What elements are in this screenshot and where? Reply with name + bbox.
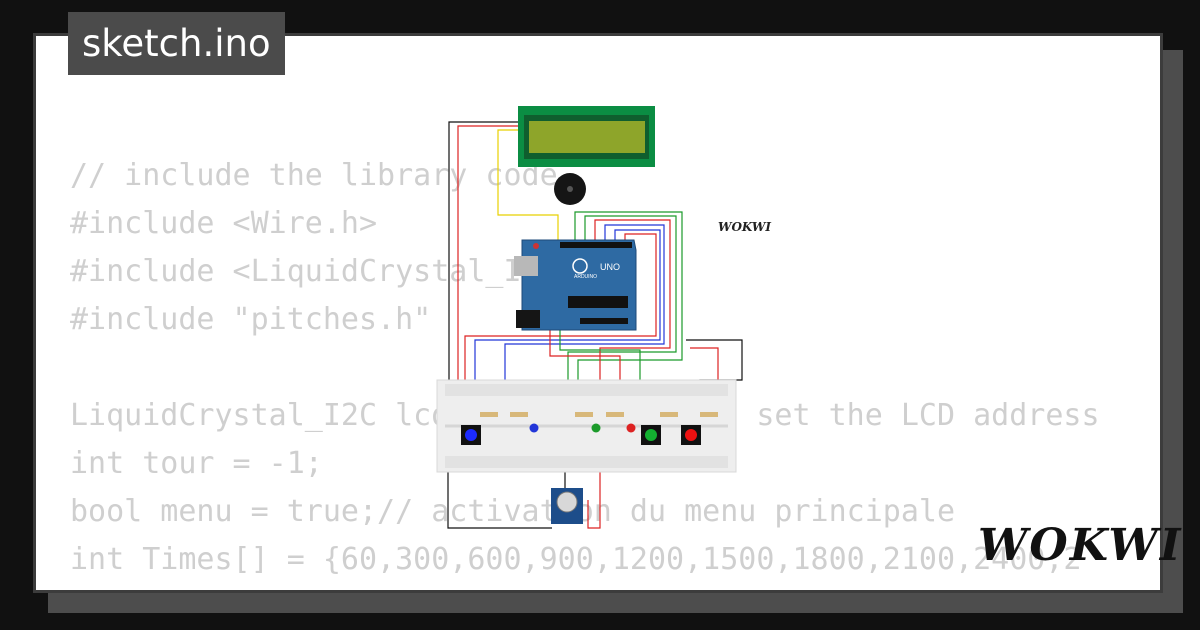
code-line: #include "pitches.h" xyxy=(70,302,432,337)
code-line: // include the library code xyxy=(70,158,558,193)
arduino-board: UNO ARDUINO xyxy=(514,239,637,331)
code-line: #include <Wire.h> xyxy=(70,206,378,241)
wires xyxy=(447,121,743,529)
code-line: int Times[] = {60,300,600,900,1200,1500,… xyxy=(70,542,1082,577)
board-maker: ARDUINO xyxy=(574,274,597,280)
code-line: bool menu = true;// activation du menu p… xyxy=(70,494,956,529)
small-logo: WOKWI xyxy=(718,220,771,234)
buzzer xyxy=(554,173,586,205)
push-buttons xyxy=(461,425,701,445)
board-name: UNO xyxy=(600,262,620,272)
potentiometer xyxy=(551,488,583,524)
wokwi-logo: WOKWI xyxy=(978,520,1183,571)
leds xyxy=(529,423,636,433)
page-title: sketch.ino xyxy=(68,12,285,75)
code-background: // include the library code #include <Wi… xyxy=(70,152,1100,584)
code-line: int tour = -1; xyxy=(70,446,323,481)
lcd-display xyxy=(518,106,655,167)
resistors xyxy=(480,412,718,417)
